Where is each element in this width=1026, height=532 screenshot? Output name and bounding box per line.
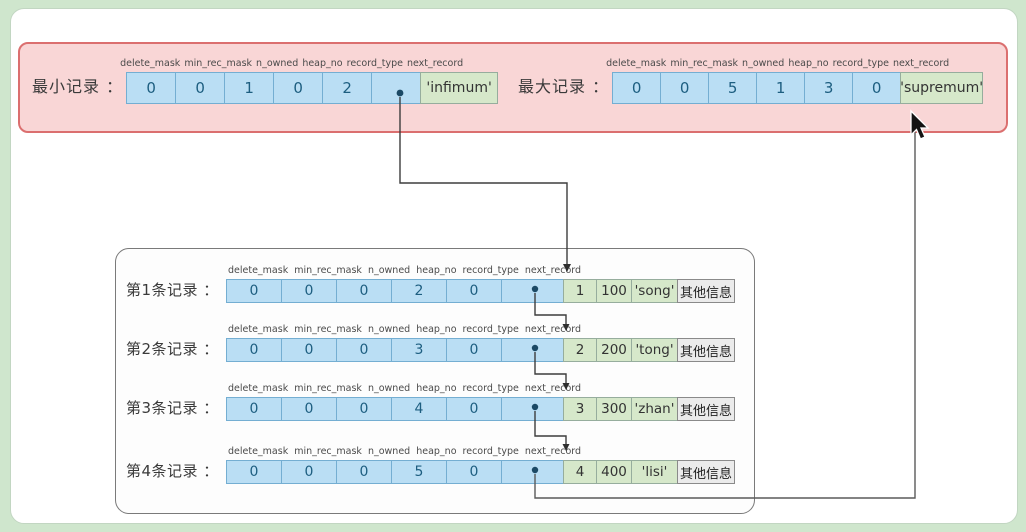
field-cell-delete-mask: 0 bbox=[226, 338, 282, 362]
field-cell-heap-no: 5 bbox=[391, 460, 447, 484]
record-row-table: 0 0 0 5 0 4 400 'lisi' 其他信息 bbox=[226, 460, 735, 484]
data-cell-num: 100 bbox=[596, 279, 632, 303]
field-headers: delete_mask min_rec_mask n_owned heap_no… bbox=[228, 446, 582, 457]
record-row-2: 第2条记录 ： delete_mask min_rec_mask n_owned… bbox=[126, 324, 735, 362]
max-record-table: 0 0 5 1 3 0 'supremum' bbox=[612, 72, 984, 104]
field-cell-record-type: 0 bbox=[446, 279, 502, 303]
field-cell-delete-mask: 0 bbox=[226, 397, 282, 421]
record-row-1: 第1条记录 ： delete_mask min_rec_mask n_owned… bbox=[126, 265, 735, 303]
data-cell-other-info: 其他信息 bbox=[677, 279, 735, 303]
max-record-label: 最大记录 ： bbox=[518, 77, 610, 96]
min-record-group: 最小记录 ： delete_mask min_rec_mask n_owned … bbox=[32, 58, 499, 104]
field-cell-next-record-pointer bbox=[501, 338, 564, 362]
data-cell-id: 4 bbox=[563, 460, 597, 484]
field-cell-next-record: 0 bbox=[852, 72, 902, 104]
field-cell-n-owned: 0 bbox=[336, 338, 392, 362]
record-row-label: 第3条记录 ： bbox=[126, 399, 219, 417]
data-cell-name: 'tong' bbox=[631, 338, 678, 362]
user-records-panel: 第1条记录 ： delete_mask min_rec_mask n_owned… bbox=[115, 248, 755, 514]
field-cell-min-rec-mask: 0 bbox=[281, 397, 337, 421]
field-cell-record-type: 0 bbox=[446, 460, 502, 484]
field-cell-delete-mask: 0 bbox=[226, 460, 282, 484]
data-cell-id: 3 bbox=[563, 397, 597, 421]
field-cell-record-type: 0 bbox=[446, 397, 502, 421]
max-record-group: 最大记录 ： delete_mask min_rec_mask n_owned … bbox=[518, 58, 984, 104]
record-row-3: 第3条记录 ： delete_mask min_rec_mask n_owned… bbox=[126, 383, 735, 421]
field-headers: delete_mask min_rec_mask n_owned heap_no… bbox=[228, 265, 582, 276]
field-cell-next-record-pointer bbox=[371, 72, 422, 104]
data-cell-id: 1 bbox=[563, 279, 597, 303]
field-cell-min-rec-mask: 0 bbox=[281, 460, 337, 484]
field-cell-heap-no: 3 bbox=[391, 338, 447, 362]
field-cell-next-record-pointer bbox=[501, 279, 564, 303]
min-record-label: 最小记录 ： bbox=[32, 77, 124, 96]
field-cell-min-rec-mask: 0 bbox=[660, 72, 710, 104]
field-cell-delete-mask: 0 bbox=[226, 279, 282, 303]
field-cell-heap-no: 0 bbox=[273, 72, 324, 104]
infimum-cell: 'infimum' bbox=[420, 72, 499, 104]
field-cell-min-rec-mask: 0 bbox=[281, 338, 337, 362]
field-cell-delete-mask: 0 bbox=[126, 72, 177, 104]
supremum-cell: 'supremum' bbox=[900, 72, 984, 104]
record-row-label: 第4条记录 ： bbox=[126, 462, 219, 480]
data-cell-name: 'lisi' bbox=[631, 460, 678, 484]
min-record-table: 0 0 1 0 2 'infimum' bbox=[126, 72, 499, 104]
field-headers: delete_mask min_rec_mask n_owned heap_no… bbox=[606, 58, 950, 69]
field-cell-min-rec-mask: 0 bbox=[281, 279, 337, 303]
data-cell-other-info: 其他信息 bbox=[677, 338, 735, 362]
field-cell-record-type: 2 bbox=[322, 72, 373, 104]
data-cell-num: 300 bbox=[596, 397, 632, 421]
field-cell-record-type: 3 bbox=[804, 72, 854, 104]
field-cell-n-owned: 1 bbox=[224, 72, 275, 104]
data-cell-id: 2 bbox=[563, 338, 597, 362]
record-row-table: 0 0 0 4 0 3 300 'zhan' 其他信息 bbox=[226, 397, 735, 421]
record-row-4: 第4条记录 ： delete_mask min_rec_mask n_owned… bbox=[126, 446, 735, 484]
field-cell-n-owned: 0 bbox=[336, 397, 392, 421]
top-records-panel: 最小记录 ： delete_mask min_rec_mask n_owned … bbox=[18, 42, 1008, 133]
record-row-label: 第1条记录 ： bbox=[126, 281, 219, 299]
data-cell-other-info: 其他信息 bbox=[677, 397, 735, 421]
data-cell-name: 'zhan' bbox=[631, 397, 678, 421]
field-cell-min-rec-mask: 0 bbox=[175, 72, 226, 104]
field-cell-heap-no: 2 bbox=[391, 279, 447, 303]
data-cell-name: 'song' bbox=[631, 279, 678, 303]
record-row-table: 0 0 0 2 0 1 100 'song' 其他信息 bbox=[226, 279, 735, 303]
record-row-label: 第2条记录 ： bbox=[126, 340, 219, 358]
data-cell-other-info: 其他信息 bbox=[677, 460, 735, 484]
field-headers: delete_mask min_rec_mask n_owned heap_no… bbox=[120, 58, 464, 69]
record-row-table: 0 0 0 3 0 2 200 'tong' 其他信息 bbox=[226, 338, 735, 362]
field-cell-next-record-pointer bbox=[501, 397, 564, 421]
field-cell-n-owned: 0 bbox=[336, 460, 392, 484]
field-cell-heap-no: 1 bbox=[756, 72, 806, 104]
field-cell-n-owned: 0 bbox=[336, 279, 392, 303]
field-cell-record-type: 0 bbox=[446, 338, 502, 362]
field-cell-heap-no: 4 bbox=[391, 397, 447, 421]
data-cell-num: 400 bbox=[596, 460, 632, 484]
data-cell-num: 200 bbox=[596, 338, 632, 362]
field-headers: delete_mask min_rec_mask n_owned heap_no… bbox=[228, 383, 582, 394]
field-headers: delete_mask min_rec_mask n_owned heap_no… bbox=[228, 324, 582, 335]
field-cell-n-owned: 5 bbox=[708, 72, 758, 104]
field-cell-delete-mask: 0 bbox=[612, 72, 662, 104]
field-cell-next-record-pointer bbox=[501, 460, 564, 484]
